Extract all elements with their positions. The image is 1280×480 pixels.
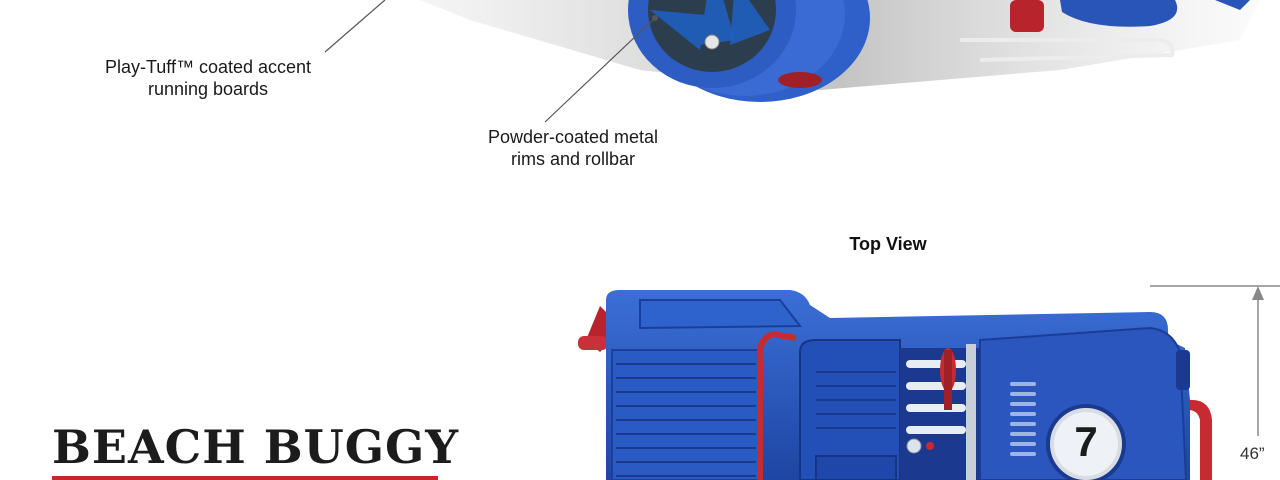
title-underline xyxy=(52,476,438,480)
dimension-label: 46” xyxy=(1240,444,1265,463)
wheel-side-view xyxy=(628,0,870,102)
leader-line-boards xyxy=(324,0,386,53)
dimension-line xyxy=(1150,285,1280,436)
callout-line: Powder-coated metal xyxy=(487,127,659,147)
red-post xyxy=(1010,0,1044,32)
rear-wheel-fragment xyxy=(1060,0,1178,27)
callout-running-boards: Play-Tuff™ coated accent running boards xyxy=(98,56,318,100)
callout-line: running boards xyxy=(147,79,269,99)
number-badge xyxy=(1046,404,1126,480)
badge-number: 7 xyxy=(1074,418,1098,465)
top-view-title: Top View xyxy=(849,234,927,254)
car-top-view xyxy=(578,290,1212,480)
product-title: BEACH BUGGY xyxy=(52,420,460,474)
callout-rims-rollbar: Powder-coated metal rims and rollbar xyxy=(478,126,668,170)
callout-line: Play-Tuff™ coated accent xyxy=(104,57,312,77)
rollbar-shadow xyxy=(960,38,1175,62)
callout-line: rims and rollbar xyxy=(510,149,636,169)
leader-line-rims xyxy=(544,17,656,123)
